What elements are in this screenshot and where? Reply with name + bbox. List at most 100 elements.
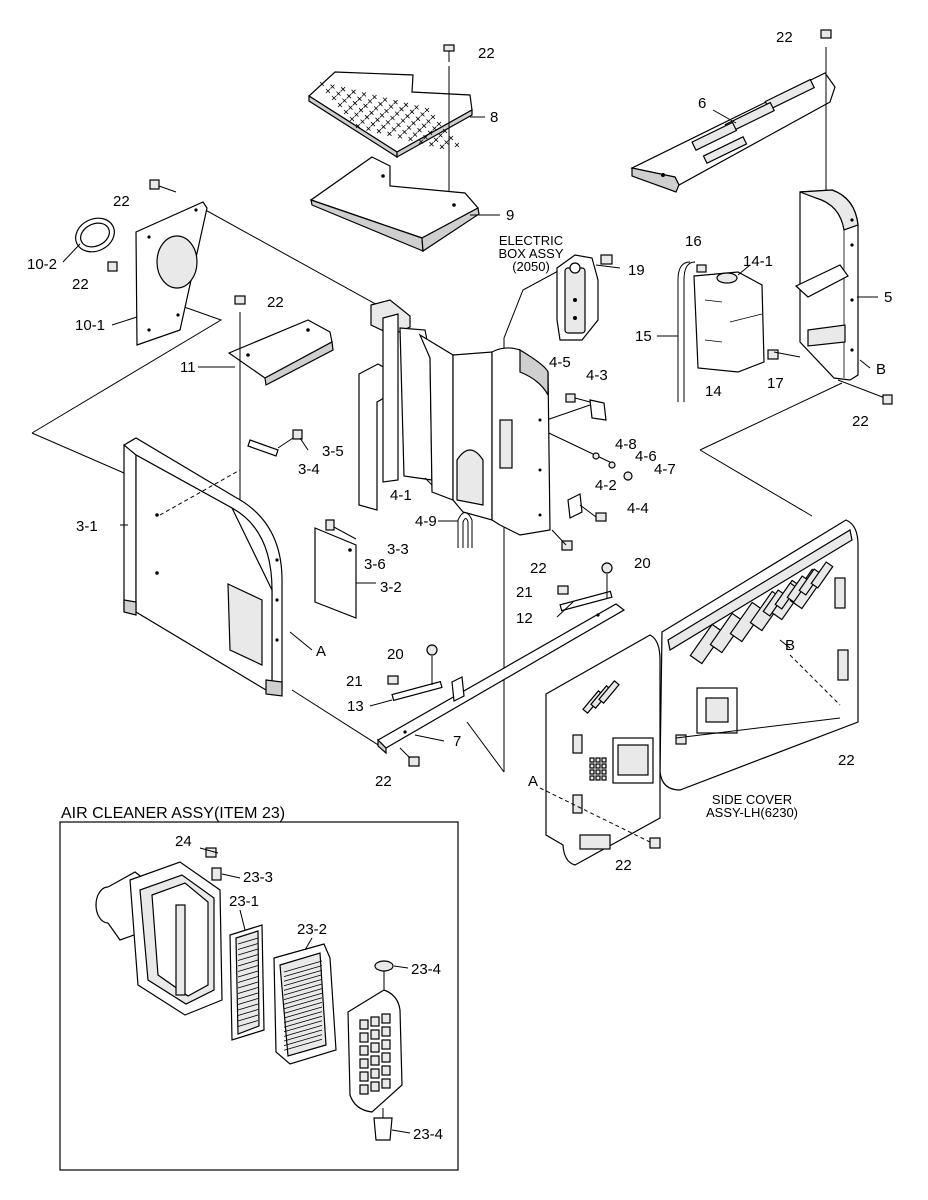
label-22: 22 xyxy=(615,857,632,874)
cover-rib xyxy=(370,1068,380,1079)
perforation-mark xyxy=(375,117,380,123)
label-22: 22 xyxy=(530,560,547,577)
perforation-mark xyxy=(423,134,428,140)
label-4-9: 4-9 xyxy=(415,513,437,530)
grid-button xyxy=(595,763,601,769)
perforation-mark xyxy=(433,137,439,143)
label-22: 22 xyxy=(113,193,130,210)
perforation-mark xyxy=(363,103,368,109)
perforation-mark xyxy=(384,108,389,114)
louver-slot xyxy=(598,680,620,704)
pleat-line xyxy=(283,1015,323,1028)
part-4-1-shroud xyxy=(358,299,551,536)
label-4-6: 4-6 xyxy=(635,448,657,465)
part-3-3-pin xyxy=(325,519,357,540)
perforation-mark xyxy=(385,120,391,125)
perforation-mark xyxy=(438,133,443,138)
perforation-mark xyxy=(372,94,377,100)
label-A: A xyxy=(316,643,326,660)
part-23-2-filter xyxy=(273,943,337,1065)
electric-box xyxy=(556,254,599,341)
label-13: 13 xyxy=(347,698,364,715)
perforation-mark xyxy=(373,106,379,111)
filter-pleats xyxy=(283,960,323,1051)
perforation-mark xyxy=(376,128,382,134)
bolt-22-top xyxy=(443,44,455,62)
part-3-2-plate xyxy=(314,527,357,619)
label-leaders xyxy=(62,109,878,742)
label-10-1: 10-1 xyxy=(75,317,105,334)
part-3-1-frame xyxy=(122,437,283,697)
pleat-line xyxy=(283,965,323,977)
perforation-mark xyxy=(426,119,431,124)
electric-box-caption: (2050) xyxy=(512,259,550,274)
hardware-4-x xyxy=(565,393,633,522)
captions: ELECTRIC BOX ASSY (2050) SIDE COVER ASSY… xyxy=(61,233,798,822)
part-10-2-ring xyxy=(75,217,115,253)
cover-rib xyxy=(381,1065,391,1076)
label-22: 22 xyxy=(375,773,392,790)
label-22: 22 xyxy=(267,294,284,311)
perforation-mark xyxy=(430,114,436,120)
perforation-mark xyxy=(390,115,395,121)
pleat-line xyxy=(283,969,323,982)
perforation-mark xyxy=(405,113,410,119)
grid-button xyxy=(601,757,607,763)
perforation-mark xyxy=(357,96,362,102)
perforation-mark xyxy=(340,86,346,92)
perforation-mark xyxy=(409,109,415,115)
pleat-line xyxy=(283,1025,323,1037)
perforation-mark xyxy=(348,105,353,110)
part-23-3-clip xyxy=(211,867,222,881)
perforation-mark xyxy=(429,141,434,147)
perforation-mark xyxy=(337,102,343,108)
perforation-mark xyxy=(391,127,397,132)
perforation-mark xyxy=(448,135,454,141)
part-23-1-filter xyxy=(229,924,265,1041)
perforation-mark xyxy=(378,101,383,107)
perforation-mark xyxy=(408,136,413,142)
perforation-mark xyxy=(379,113,385,118)
perforation-mark xyxy=(397,134,403,139)
label-3-4: 3-4 xyxy=(298,461,320,478)
grid-button xyxy=(601,763,607,769)
pleat-line xyxy=(237,981,259,989)
perforation-mark xyxy=(364,114,370,120)
cover-rib xyxy=(370,1042,380,1053)
air-cleaner-housing xyxy=(95,861,223,1016)
louver-slot xyxy=(810,561,834,589)
pleat-line xyxy=(237,1003,259,1011)
label-3-3: 3-3 xyxy=(387,541,409,558)
label-14: 14 xyxy=(705,383,722,400)
pleat-line xyxy=(237,1009,259,1016)
label-23-4: 23-4 xyxy=(413,1126,443,1143)
pleat-line xyxy=(237,937,259,945)
assembly-outline xyxy=(31,206,843,773)
label-9: 9 xyxy=(506,207,514,224)
part-3-4-clip xyxy=(247,429,303,457)
pleat-line xyxy=(237,959,259,967)
label-8: 8 xyxy=(490,109,498,126)
perforation-mark xyxy=(366,126,371,131)
perforation-mark xyxy=(358,107,364,113)
label-20: 20 xyxy=(634,555,651,572)
cover-rib xyxy=(370,1055,380,1066)
pleat-line xyxy=(237,1014,259,1022)
louver-slot xyxy=(689,623,725,665)
perforation-mark xyxy=(399,106,404,112)
grid-button xyxy=(595,757,601,763)
cover-rib xyxy=(381,1013,391,1024)
cover-rib xyxy=(370,1016,380,1027)
louver-slot xyxy=(729,601,765,643)
perforation-mark xyxy=(442,128,448,134)
perforation-holes xyxy=(319,81,460,150)
label-3-6: 3-6 xyxy=(364,556,386,573)
pleat-line xyxy=(237,976,259,983)
label-17: 17 xyxy=(767,375,784,392)
pleat-line xyxy=(283,1038,323,1051)
pleat-line xyxy=(283,1011,323,1023)
pleat-line xyxy=(283,1034,323,1046)
perforation-mark xyxy=(420,112,425,117)
perforation-mark xyxy=(417,127,422,133)
